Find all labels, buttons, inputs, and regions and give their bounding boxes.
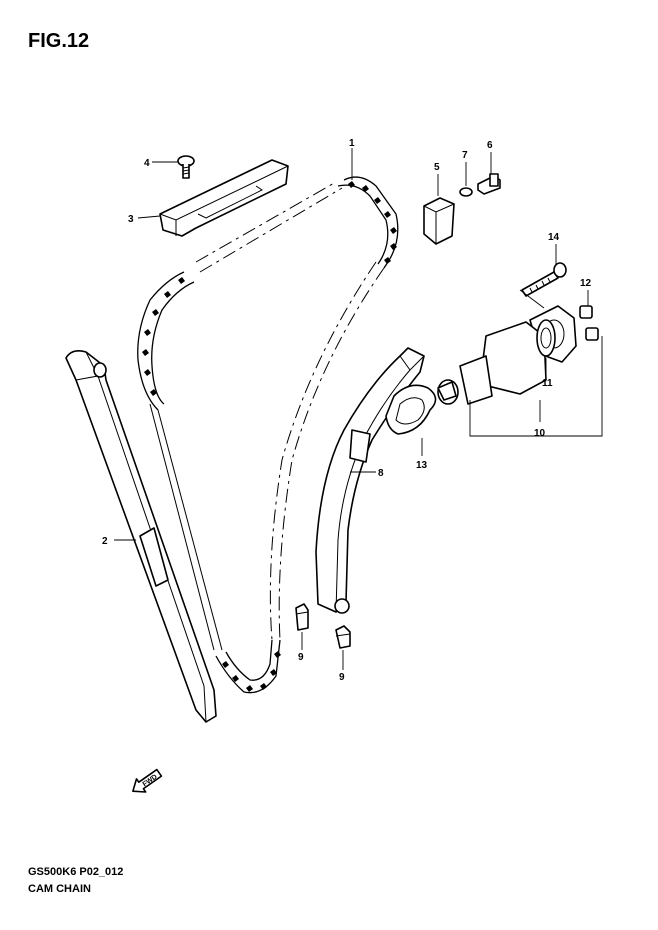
part-12-bolt [579, 305, 599, 341]
callout-9-right: 9 [339, 672, 345, 683]
callout-11: 11 [542, 378, 553, 389]
part-10-tensioner-assembly [437, 305, 577, 405]
part-3-chain-guide-top [159, 159, 289, 237]
part-4-screw [177, 155, 195, 179]
callout-9-left: 9 [298, 652, 304, 663]
callout-5: 5 [434, 162, 440, 173]
callout-14: 14 [548, 232, 560, 243]
callout-10: 10 [534, 428, 546, 439]
callout-3: 3 [128, 214, 134, 225]
callout-6: 6 [487, 140, 493, 151]
part-6-bolt [477, 173, 501, 195]
callout-4: 4 [144, 158, 150, 169]
figure-code: GS500K6 P02_012 [28, 866, 124, 878]
part-2-front-chain-guide [65, 350, 217, 723]
callout-8: 8 [378, 468, 384, 479]
callout-13: 13 [416, 460, 428, 471]
callout-1: 1 [349, 138, 355, 149]
fwd-arrow-label: FWD [142, 774, 159, 789]
leader-14 [519, 244, 557, 309]
part-14-bolt [521, 262, 567, 297]
leader-10 [469, 336, 603, 437]
part-5-cushion [423, 197, 455, 245]
part-1-cam-chain [137, 176, 399, 694]
part-7-washer [459, 187, 473, 197]
callout-2: 2 [102, 536, 108, 547]
part-13-gasket [385, 384, 437, 435]
figure-title: FIG.12 [28, 30, 90, 52]
part-8-tensioner-guide [315, 347, 425, 614]
fwd-arrow-icon: FWD [132, 768, 163, 793]
part-9-bolt-right [335, 625, 351, 649]
figure-name: CAM CHAIN [28, 883, 91, 895]
callout-7: 7 [462, 150, 468, 161]
part-9-bolt-left [295, 603, 309, 631]
leader-3 [137, 215, 161, 219]
part-11-gasket [536, 319, 556, 357]
callout-12: 12 [580, 278, 592, 289]
